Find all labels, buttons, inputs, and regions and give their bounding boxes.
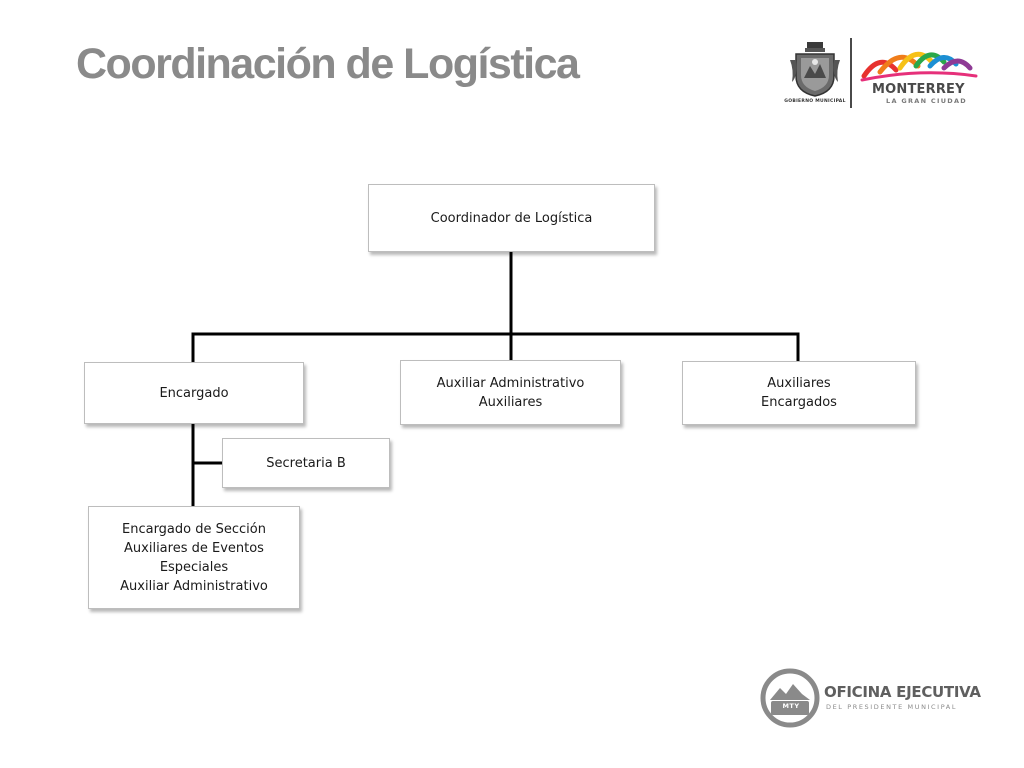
node-line: Encargado de Sección: [122, 521, 266, 537]
seal-caption: GOBIERNO MUNICIPAL: [784, 99, 846, 104]
slide-title: Coordinación de Logística: [76, 40, 580, 88]
node-encargado-label: Encargado: [159, 385, 229, 401]
node-secretaria-label: Secretaria B: [266, 455, 346, 471]
oficina-badge: MTY: [782, 702, 800, 710]
oficina-title: OFICINA EJECUTIVA: [824, 683, 981, 701]
node-encargado-seccion: Encargado de Sección Auxiliares de Event…: [88, 506, 300, 609]
node-line: Encargados: [761, 395, 837, 410]
node-coordinador: Coordinador de Logística: [368, 184, 655, 252]
logo-divider: [850, 38, 852, 108]
node-line: Auxiliares: [767, 376, 831, 391]
node-encargado: Encargado: [84, 362, 304, 424]
node-line: Auxiliares: [478, 394, 543, 410]
monterrey-tagline: LA GRAN CIUDAD: [886, 97, 967, 105]
node-secretaria: Secretaria B: [222, 438, 390, 488]
monterrey-mountains-icon: [860, 51, 978, 82]
node-line: Auxiliar Administrativo: [120, 578, 268, 594]
node-line: Especiales: [159, 559, 229, 575]
node-coordinador-label: Coordinador de Logística: [430, 210, 593, 226]
oficina-emblem-icon: [760, 668, 820, 728]
node-line: Auxiliares de Eventos: [124, 540, 264, 556]
oficina-subtitle: DEL PRESIDENTE MUNICIPAL: [826, 703, 958, 711]
node-line: Auxiliar Administrativo: [436, 375, 585, 391]
node-auxiliares: Auxiliares Encargados: [682, 361, 916, 425]
monterrey-name: MONTERREY: [872, 82, 965, 97]
municipal-seal-icon: [790, 42, 840, 97]
node-auxiliar-administrativo: Auxiliar Administrativo Auxiliares: [400, 360, 621, 425]
